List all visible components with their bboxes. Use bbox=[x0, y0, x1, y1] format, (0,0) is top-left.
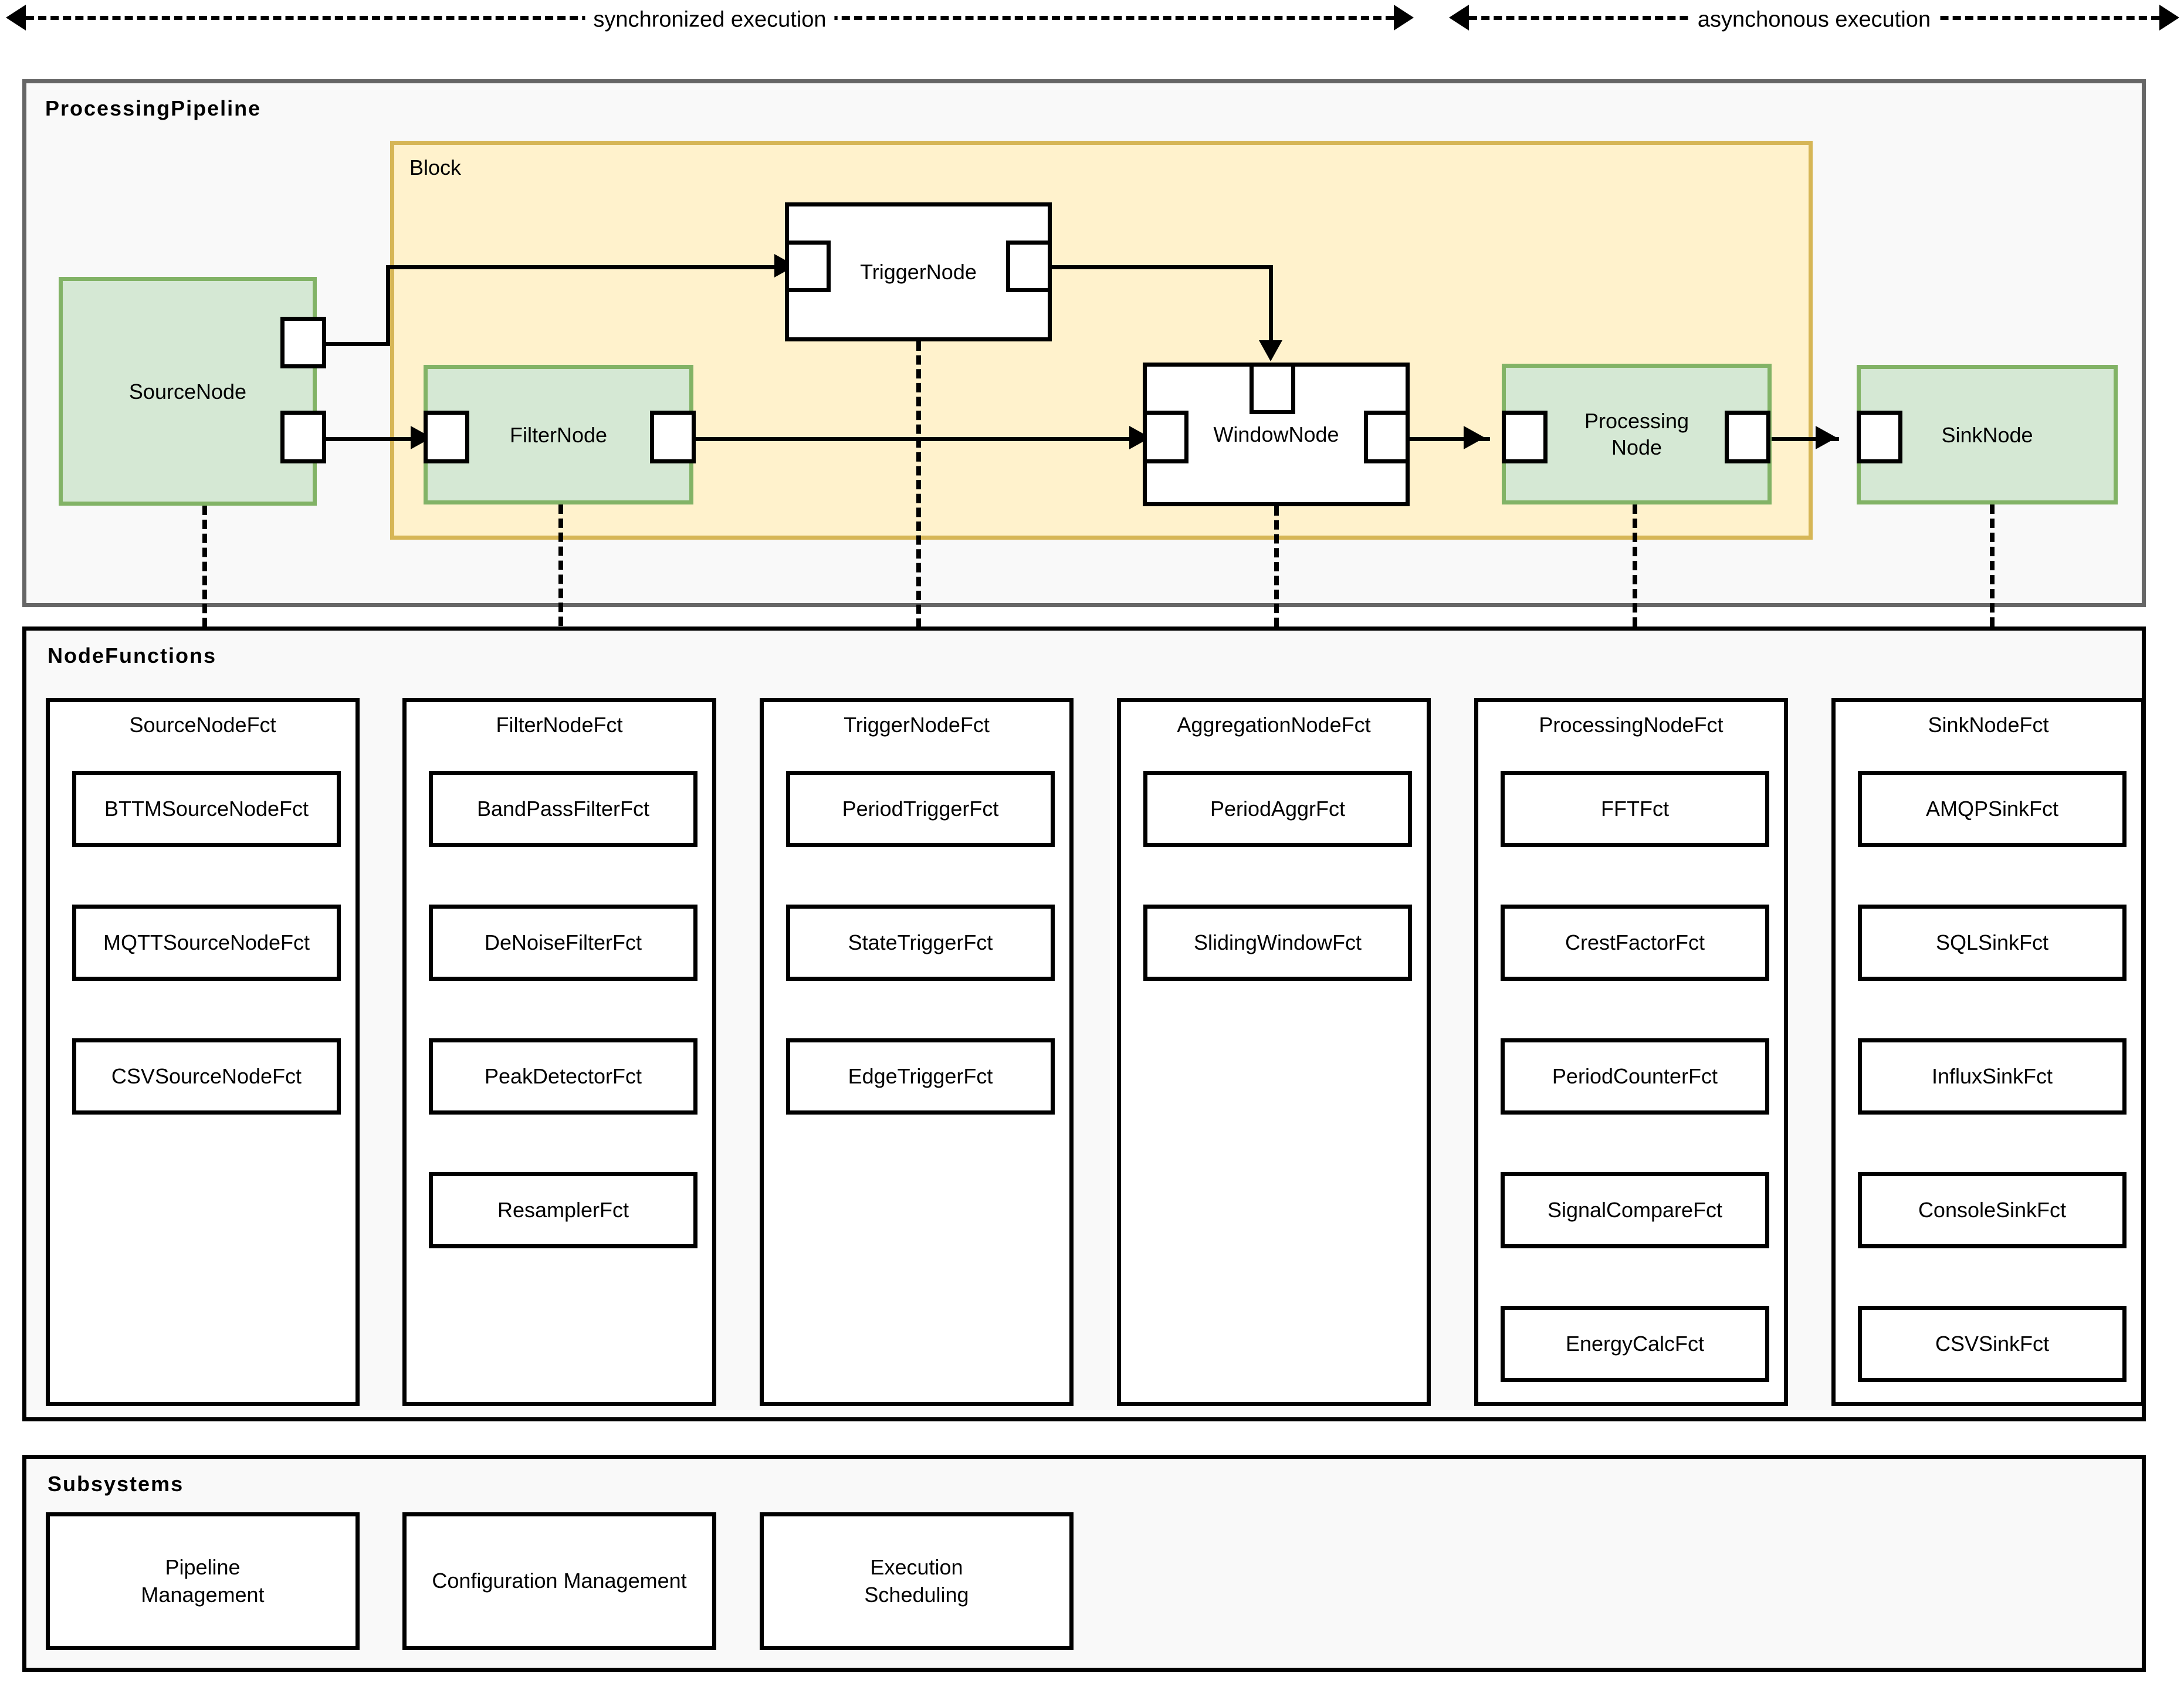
port-trigger-out[interactable] bbox=[1006, 241, 1052, 292]
span-arrow-right-icon bbox=[1394, 5, 1414, 31]
node-processing-label: Processing Node bbox=[1584, 409, 1689, 459]
node-source-label: SourceNode bbox=[128, 379, 247, 404]
fct-item[interactable]: SlidingWindowFct bbox=[1143, 905, 1412, 981]
fct-item[interactable]: CSVSourceNodeFct bbox=[72, 1038, 341, 1115]
fct-column-trigger: TriggerNodeFct PeriodTriggerFct StateTri… bbox=[760, 698, 1074, 1406]
edge-source-trigger-v bbox=[386, 265, 390, 344]
node-window-label: WindowNode bbox=[1213, 422, 1339, 446]
fct-item[interactable]: ConsoleSinkFct bbox=[1858, 1172, 2127, 1248]
port-processing-in[interactable] bbox=[1502, 411, 1548, 463]
edge-source-filter-h bbox=[323, 437, 425, 441]
fct-column-processing-title: ProcessingNodeFct bbox=[1539, 713, 1724, 737]
processing-pipeline-title: ProcessingPipeline bbox=[45, 96, 262, 120]
span-dashed-line: asynchonous execution bbox=[1469, 7, 2159, 32]
fct-column-aggregation: AggregationNodeFct PeriodAggrFct Sliding… bbox=[1117, 698, 1431, 1406]
subsystem-label: Pipeline Management bbox=[141, 1555, 265, 1607]
node-trigger-label: TriggerNode bbox=[860, 260, 977, 284]
fct-item[interactable]: SQLSinkFct bbox=[1858, 905, 2127, 981]
port-sink-in[interactable] bbox=[1857, 411, 1902, 463]
port-processing-out[interactable] bbox=[1725, 411, 1770, 463]
synchronized-execution-label: synchronized execution bbox=[585, 7, 835, 32]
fct-item[interactable]: DeNoiseFilterFct bbox=[429, 905, 697, 981]
port-window-out[interactable] bbox=[1364, 411, 1410, 463]
node-functions-title: NodeFunctions bbox=[48, 644, 216, 668]
fct-column-filter: FilterNodeFct BandPassFilterFct DeNoiseF… bbox=[402, 698, 716, 1406]
node-sink-label: SinkNode bbox=[1941, 422, 2033, 447]
fct-item[interactable]: PeriodCounterFct bbox=[1501, 1038, 1769, 1115]
edge-trigger-window-arrow-icon bbox=[1259, 340, 1282, 361]
subsystems-title: Subsystems bbox=[48, 1472, 184, 1496]
edge-window-processing-arrow-icon bbox=[1464, 426, 1485, 449]
fct-item[interactable]: InfluxSinkFct bbox=[1858, 1038, 2127, 1115]
span-arrow-left-icon bbox=[6, 5, 26, 31]
fct-column-source: SourceNodeFct BTTMSourceNodeFct MQTTSour… bbox=[46, 698, 360, 1406]
subsystem-label: Execution Scheduling bbox=[864, 1555, 969, 1607]
port-window-in-left[interactable] bbox=[1143, 411, 1188, 463]
synchronized-execution-span: synchronized execution bbox=[6, 0, 1414, 35]
fct-column-aggregation-title: AggregationNodeFct bbox=[1177, 713, 1371, 737]
node-source[interactable]: SourceNode bbox=[59, 277, 317, 506]
span-arrow-left-icon bbox=[1449, 5, 1469, 31]
port-source-out-bottom[interactable] bbox=[280, 411, 326, 463]
fct-column-source-title: SourceNodeFct bbox=[129, 713, 276, 737]
edge-trigger-window-v bbox=[1269, 265, 1273, 350]
span-arrow-right-icon bbox=[2159, 5, 2179, 31]
fct-column-trigger-title: TriggerNodeFct bbox=[844, 713, 990, 737]
asynchronous-execution-label: asynchonous execution bbox=[1689, 7, 1939, 32]
subsystem-configuration-management[interactable]: Configuration Management bbox=[402, 1512, 716, 1650]
fct-item[interactable]: ResamplerFct bbox=[429, 1172, 697, 1248]
link-trigger-to-fct bbox=[916, 341, 921, 780]
fct-item[interactable]: SignalCompareFct bbox=[1501, 1172, 1769, 1248]
fct-item[interactable]: BandPassFilterFct bbox=[429, 771, 697, 847]
fct-item[interactable]: MQTTSourceNodeFct bbox=[72, 905, 341, 981]
fct-item[interactable]: PeakDetectorFct bbox=[429, 1038, 697, 1115]
edge-source-trigger-h2 bbox=[386, 265, 788, 269]
fct-item[interactable]: EdgeTriggerFct bbox=[786, 1038, 1055, 1115]
fct-item[interactable]: CrestFactorFct bbox=[1501, 905, 1769, 981]
edge-processing-sink-arrow-icon bbox=[1816, 426, 1837, 449]
port-window-in-top[interactable] bbox=[1250, 363, 1295, 414]
fct-column-filter-title: FilterNodeFct bbox=[496, 713, 623, 737]
node-functions-package: NodeFunctions bbox=[22, 627, 2146, 1421]
fct-item[interactable]: BTTMSourceNodeFct bbox=[72, 771, 341, 847]
fct-item[interactable]: EnergyCalcFct bbox=[1501, 1306, 1769, 1382]
block-title: Block bbox=[409, 155, 462, 180]
port-filter-out[interactable] bbox=[650, 411, 696, 463]
node-filter-label: FilterNode bbox=[509, 422, 608, 447]
edge-source-trigger-h1 bbox=[323, 342, 390, 346]
subsystem-pipeline-management[interactable]: Pipeline Management bbox=[46, 1512, 360, 1650]
fct-item[interactable]: StateTriggerFct bbox=[786, 905, 1055, 981]
fct-item[interactable]: CSVSinkFct bbox=[1858, 1306, 2127, 1382]
fct-item[interactable]: FFTFct bbox=[1501, 771, 1769, 847]
edge-processing-sink-h bbox=[1725, 437, 1839, 441]
span-dashed-line: synchronized execution bbox=[26, 7, 1394, 32]
asynchronous-execution-span: asynchonous execution bbox=[1449, 0, 2179, 35]
fct-column-sink: SinkNodeFct AMQPSinkFct SQLSinkFct Influ… bbox=[1831, 698, 2145, 1406]
fct-item[interactable]: PeriodTriggerFct bbox=[786, 771, 1055, 847]
port-trigger-in[interactable] bbox=[785, 241, 831, 292]
fct-item[interactable]: PeriodAggrFct bbox=[1143, 771, 1412, 847]
fct-column-sink-title: SinkNodeFct bbox=[1928, 713, 2049, 737]
edge-trigger-window-h bbox=[1050, 265, 1272, 269]
subsystem-execution-scheduling[interactable]: Execution Scheduling bbox=[760, 1512, 1074, 1650]
edge-window-processing-h bbox=[1381, 437, 1490, 441]
subsystem-label: Configuration Management bbox=[432, 1569, 687, 1593]
fct-item[interactable]: AMQPSinkFct bbox=[1858, 771, 2127, 847]
edge-filter-window-h bbox=[683, 437, 1144, 441]
port-source-out-top[interactable] bbox=[280, 317, 326, 368]
port-filter-in[interactable] bbox=[424, 411, 469, 463]
fct-column-processing: ProcessingNodeFct FFTFct CrestFactorFct … bbox=[1474, 698, 1788, 1406]
subsystems-package: Subsystems bbox=[22, 1455, 2146, 1672]
